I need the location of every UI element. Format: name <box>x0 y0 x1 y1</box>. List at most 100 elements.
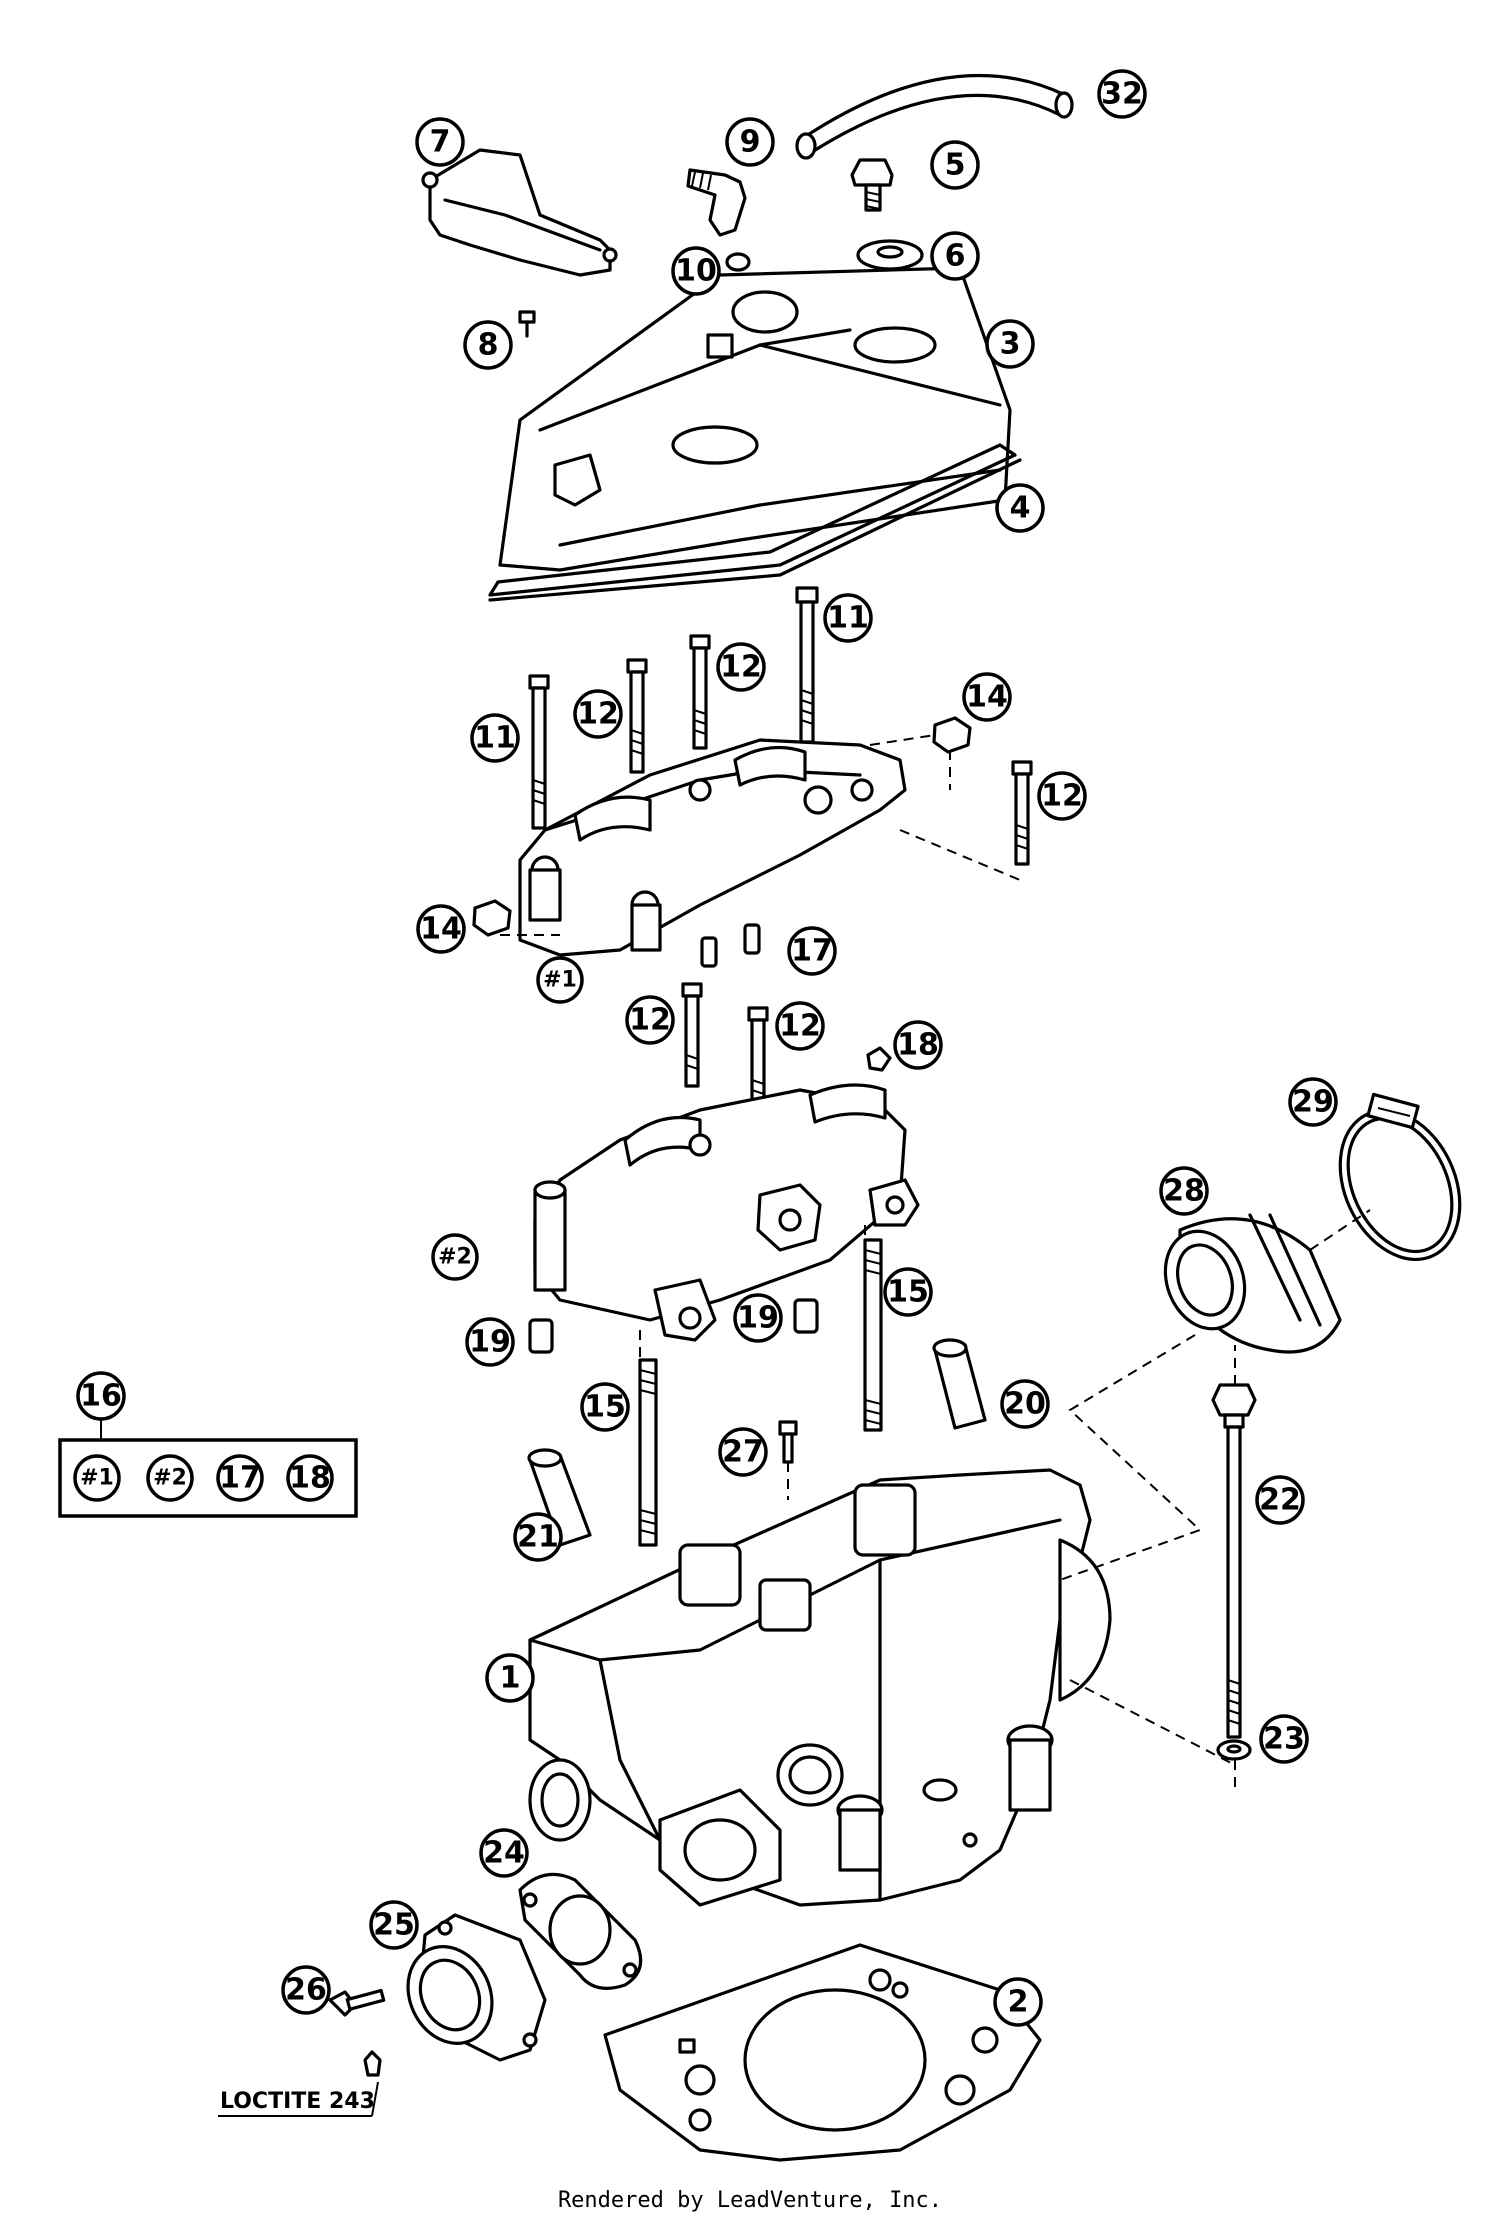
svg-text:14: 14 <box>420 912 462 947</box>
callout-9: 9 <box>725 117 775 167</box>
svg-text:29: 29 <box>1292 1085 1334 1120</box>
part-washer-23 <box>1216 1739 1252 1761</box>
callout-23: 23 <box>1259 1714 1309 1764</box>
part-stud-right <box>863 1238 883 1432</box>
part-o-ring <box>725 252 751 272</box>
svg-text:17: 17 <box>791 934 833 969</box>
callout-14b: 14 <box>416 904 466 954</box>
svg-text:LOCTITE 243: LOCTITE 243 <box>220 2089 375 2114</box>
svg-text:19: 19 <box>469 1325 511 1360</box>
part-head-gasket <box>603 1943 1042 2162</box>
callout-27: 27 <box>718 1427 768 1477</box>
part-dowel-17 <box>700 923 761 968</box>
svg-text:#2: #2 <box>153 1466 187 1491</box>
svg-text:12: 12 <box>629 1003 671 1038</box>
svg-text:8: 8 <box>478 328 499 363</box>
part-cover-bolt <box>850 158 894 212</box>
svg-text:7: 7 <box>430 125 451 160</box>
svg-text:#1: #1 <box>80 1466 114 1491</box>
callout-14a: 14 <box>962 672 1012 722</box>
part-bolt-middle-2 <box>747 1006 769 1112</box>
callout-12b: 12 <box>573 689 623 739</box>
callout-22: 22 <box>1255 1475 1305 1525</box>
callout-25: 25 <box>369 1900 419 1950</box>
part-plug-18 <box>866 1046 892 1072</box>
svg-text:21: 21 <box>517 1520 559 1555</box>
part-camshaft-bridge-upper <box>518 738 907 957</box>
callout-16: 16 <box>76 1371 126 1421</box>
kit-item-18: 18 <box>286 1454 334 1502</box>
callout-28: 28 <box>1159 1166 1209 1216</box>
svg-text:1: 1 <box>500 1661 521 1696</box>
svg-text:12: 12 <box>577 697 619 732</box>
part-valve-cover <box>498 266 1012 572</box>
svg-text:14: 14 <box>966 680 1008 715</box>
callout-12e: 12 <box>775 1001 825 1051</box>
kit-item-hash-2: #2 <box>146 1454 194 1502</box>
callout-26: 26 <box>281 1965 331 2015</box>
footer-credit: Rendered by LeadVenture, Inc. <box>558 2188 942 2213</box>
svg-text:12: 12 <box>1041 779 1083 814</box>
callout-3: 3 <box>985 319 1035 369</box>
part-bolt-upper-2 <box>626 658 648 774</box>
part-camshaft-bridge-lower <box>533 1083 920 1342</box>
callout-17: 17 <box>787 926 837 976</box>
callout-11a: 11 <box>823 593 873 643</box>
svg-text:15: 15 <box>584 1390 626 1425</box>
part-nut-lower <box>472 899 512 937</box>
callout-4: 4 <box>995 483 1045 533</box>
svg-text:19: 19 <box>737 1301 779 1336</box>
svg-text:11: 11 <box>827 601 869 636</box>
callout-19b: 19 <box>733 1293 783 1343</box>
kit-item-17: 17 <box>216 1454 264 1502</box>
callout-1: 1 <box>485 1653 535 1703</box>
callout-12c: 12 <box>1037 771 1087 821</box>
part-long-bolt-left <box>528 674 550 830</box>
svg-text:25: 25 <box>373 1908 415 1943</box>
part-bracket-screw <box>518 310 536 338</box>
svg-text:17: 17 <box>219 1461 261 1496</box>
callout-21: 21 <box>513 1512 563 1562</box>
part-stud-left <box>638 1358 658 1547</box>
part-screw-27 <box>778 1420 798 1464</box>
part-long-bolt-right <box>795 586 819 744</box>
part-nut-upper <box>932 716 972 754</box>
svg-text:#1: #1 <box>543 968 577 993</box>
part-intake-boot <box>1163 1213 1342 1354</box>
callout-hash-1: #1 <box>536 956 584 1004</box>
callout-8: 8 <box>463 320 513 370</box>
svg-text:11: 11 <box>474 721 516 756</box>
callout-12a: 12 <box>716 642 766 692</box>
svg-text:6: 6 <box>945 239 966 274</box>
svg-text:#2: #2 <box>438 1245 472 1270</box>
svg-text:4: 4 <box>1010 491 1031 526</box>
callout-2: 2 <box>993 1977 1043 2027</box>
svg-text:27: 27 <box>722 1435 764 1470</box>
assembly-leader-lines <box>500 734 1371 1790</box>
svg-text:22: 22 <box>1259 1483 1301 1518</box>
svg-text:16: 16 <box>80 1379 122 1414</box>
part-dowel-19 <box>528 1298 819 1354</box>
part-bracket <box>421 148 618 277</box>
callout-19a: 19 <box>465 1317 515 1367</box>
callout-10: 10 <box>671 246 721 296</box>
part-breather-fitting <box>686 168 747 237</box>
callout-12d: 12 <box>625 995 675 1045</box>
svg-text:9: 9 <box>740 125 761 160</box>
svg-text:5: 5 <box>945 148 966 183</box>
part-bolt-middle-1 <box>681 982 703 1088</box>
callout-hash-2: #2 <box>431 1233 479 1281</box>
part-bolt-26 <box>328 1988 386 2077</box>
part-exhaust-gasket <box>518 1872 643 1990</box>
svg-text:18: 18 <box>897 1028 939 1063</box>
kit-item-hash-1: #1 <box>73 1454 121 1502</box>
callout-15b: 15 <box>580 1382 630 1432</box>
svg-text:3: 3 <box>1000 327 1021 362</box>
svg-text:10: 10 <box>675 254 717 289</box>
svg-text:18: 18 <box>289 1461 331 1496</box>
part-bolt-upper-1 <box>689 634 711 750</box>
callout-32: 32 <box>1097 69 1147 119</box>
callout-15a: 15 <box>883 1267 933 1317</box>
svg-text:15: 15 <box>887 1275 929 1310</box>
